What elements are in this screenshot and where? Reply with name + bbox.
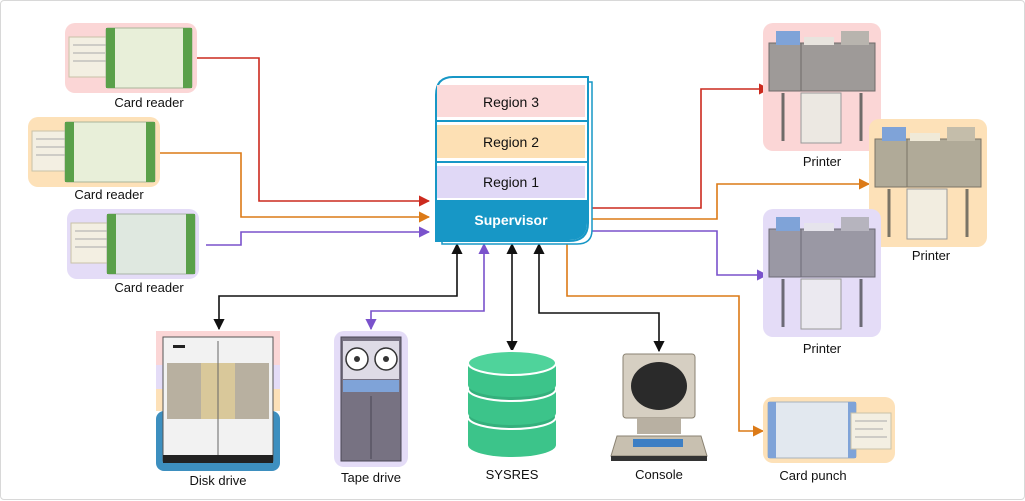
printer-icon xyxy=(768,42,876,92)
memory-block: Region 3 Region 2 Region 1 Supervisor xyxy=(435,76,593,245)
printer-1-label: Printer xyxy=(803,154,842,169)
region-3-label: Region 3 xyxy=(483,94,539,110)
console-label: Console xyxy=(635,467,683,482)
connector-printer-3 xyxy=(589,230,769,281)
connector-card-reader-2 xyxy=(153,152,431,223)
region-2-label: Region 2 xyxy=(483,134,539,150)
printer-2-label: Printer xyxy=(912,248,951,263)
connectors xyxy=(153,57,871,437)
card-punch-icon xyxy=(767,401,857,459)
connector-printer-2 xyxy=(589,178,871,220)
region-1-block xyxy=(437,166,585,198)
connector-card-reader-1 xyxy=(191,57,431,207)
card-reader-3-label: Card reader xyxy=(114,280,184,295)
printer-1: Printer xyxy=(763,23,881,169)
card-reader-icon xyxy=(106,213,196,275)
connector-console xyxy=(533,242,665,353)
sysres-label: SYSRES xyxy=(486,467,539,482)
card-punch: Card punch xyxy=(763,397,895,483)
region-3-block xyxy=(437,85,585,117)
card-reader-1-label: Card reader xyxy=(114,95,184,110)
console: Console xyxy=(610,353,708,482)
card-reader-1: Card reader xyxy=(65,23,197,110)
card-reader-3: Card reader xyxy=(67,209,199,295)
supervisor-label: Supervisor xyxy=(474,212,548,228)
card-reader-2: Card reader xyxy=(28,117,160,202)
card-reader-icon xyxy=(105,27,193,89)
printer-3: Printer xyxy=(763,209,881,356)
connector-tape-drive xyxy=(365,242,490,331)
card-stack-icon xyxy=(850,412,892,450)
printer-icon xyxy=(874,138,982,188)
console-terminal-icon xyxy=(610,353,708,461)
connector-card-reader-3 xyxy=(206,226,431,246)
card-punch-label: Card punch xyxy=(779,468,846,483)
card-reader-icon xyxy=(64,121,156,183)
printer-2: Printer xyxy=(869,119,987,263)
disk-drive: Disk drive xyxy=(156,331,280,488)
tape-drive-label: Tape drive xyxy=(341,470,401,485)
sysres: SYSRES xyxy=(467,350,557,482)
supervisor-block xyxy=(437,200,587,240)
connector-printer-1 xyxy=(589,83,771,209)
region-1-label: Region 1 xyxy=(483,174,539,190)
connector-disk-drive xyxy=(213,242,463,331)
disk-drive-label: Disk drive xyxy=(189,473,246,488)
tape-drive: Tape drive xyxy=(334,331,408,485)
card-reader-2-label: Card reader xyxy=(74,187,144,202)
database-icon xyxy=(467,350,557,457)
printer-3-label: Printer xyxy=(803,341,842,356)
printer-icon xyxy=(768,228,876,278)
region-2-block xyxy=(437,125,585,158)
